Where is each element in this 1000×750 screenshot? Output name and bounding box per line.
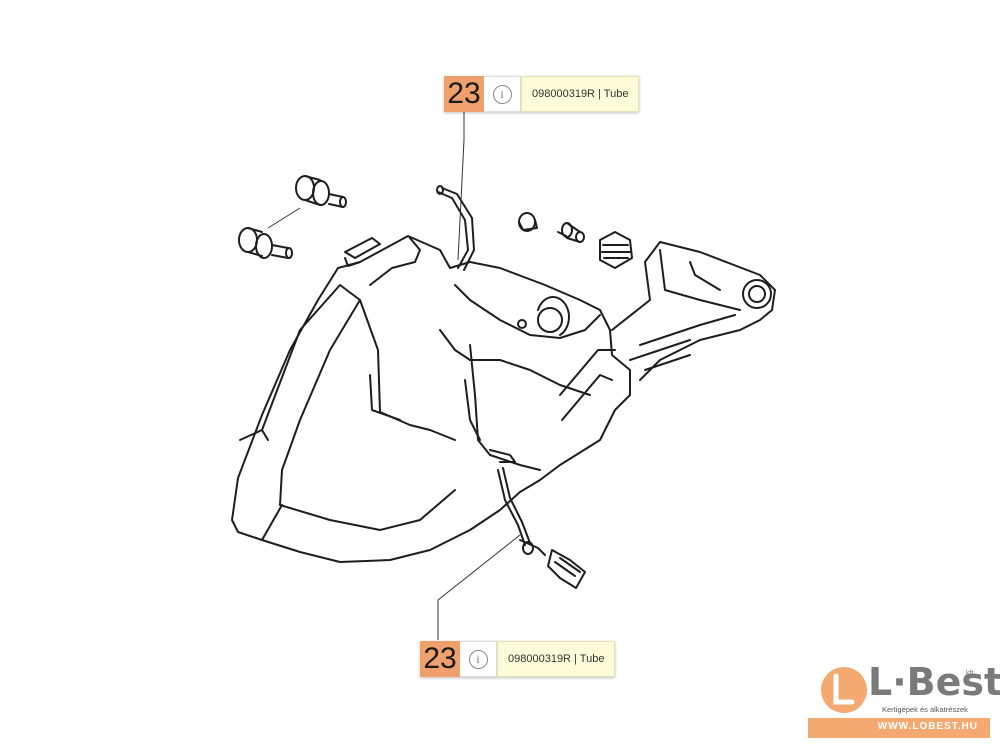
logo-url-bar: WWW.LOBEST.HU bbox=[808, 718, 990, 738]
callout-part-23-upper[interactable]: 23 i 098000319R | Tube bbox=[444, 76, 640, 112]
info-icon: i bbox=[468, 649, 488, 669]
tank-housing bbox=[231, 235, 631, 563]
clip-part bbox=[344, 237, 381, 267]
info-icon: i bbox=[492, 84, 512, 104]
handle-bracket bbox=[611, 241, 776, 381]
filter-pickup bbox=[547, 549, 586, 589]
part-label[interactable]: 098000319R | Tube bbox=[497, 641, 616, 677]
damper-mount-lower bbox=[238, 227, 293, 259]
callout-number[interactable]: 23 bbox=[444, 76, 484, 112]
logo-suffix: kft. bbox=[966, 670, 976, 677]
leader-line-lower bbox=[437, 534, 521, 640]
part-label[interactable]: 098000319R | Tube bbox=[521, 76, 640, 112]
leader-line-dampers bbox=[267, 207, 301, 229]
logo-emblem-icon bbox=[821, 667, 867, 713]
tube-upper bbox=[436, 185, 475, 271]
tube-lower bbox=[497, 467, 546, 556]
callout-part-23-lower[interactable]: 23 i 098000319R | Tube bbox=[420, 641, 616, 677]
leader-line-upper bbox=[457, 112, 465, 261]
callout-number[interactable]: 23 bbox=[420, 641, 460, 677]
lobest-logo: L·Best kft. Kertigépek és alkatrészek WW… bbox=[808, 660, 1000, 742]
logo-url[interactable]: WWW.LOBEST.HU bbox=[877, 721, 978, 732]
info-button[interactable]: i bbox=[460, 641, 497, 677]
logo-tagline: Kertigépek és alkatrészek bbox=[882, 705, 968, 714]
fitting-valve bbox=[557, 222, 585, 243]
fitting-grommet bbox=[599, 231, 633, 269]
info-button[interactable]: i bbox=[484, 76, 521, 112]
fitting-plug bbox=[518, 212, 538, 232]
logo-brand: L·Best bbox=[868, 660, 1000, 704]
damper-mount-upper bbox=[295, 175, 347, 208]
